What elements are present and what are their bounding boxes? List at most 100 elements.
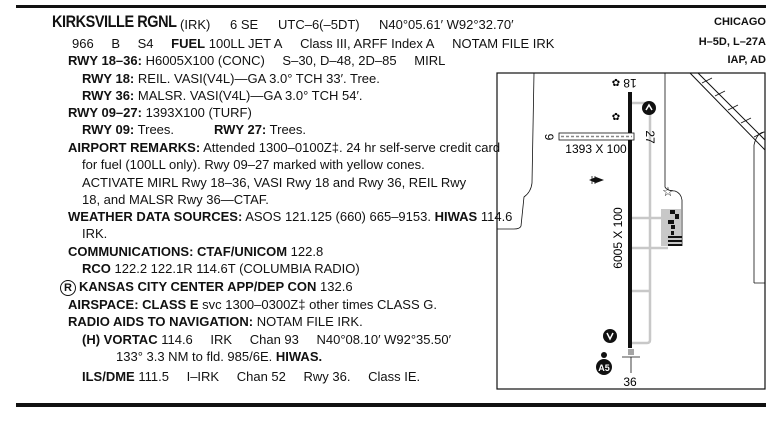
lights: MIRL — [414, 53, 446, 68]
turf-dims: 1393 X 100 — [565, 142, 627, 156]
approach-lights-icon — [622, 349, 640, 373]
text: NOTAM FILE IRK. — [256, 314, 363, 329]
text: ASOS 121.125 (660) 665–9153. — [245, 209, 431, 224]
notam: NOTAM FILE IRK — [452, 36, 555, 51]
procedures: IAP, AD — [727, 54, 766, 66]
rco: RCO 122.2 122.1R 114.6T (COLUMBIA RADIO) — [82, 261, 360, 276]
region: CHICAGO — [714, 16, 766, 28]
label: (H) VORTAC — [82, 332, 158, 347]
rwy: Rwy 36. — [303, 369, 351, 384]
airport-name: KIRKSVILLE RGNL — [52, 12, 177, 31]
remark-line: for fuel (100LL only). Rwy 09–27 marked … — [82, 157, 425, 172]
label: RWY 18–36: — [68, 53, 142, 68]
rwy-36-label: 36 — [623, 375, 637, 389]
remark-line: 18, and MALSR Rwy 36—CTAF. — [82, 192, 269, 207]
desc: Trees. — [269, 122, 307, 137]
buildings — [668, 210, 682, 246]
top-rule — [16, 5, 766, 8]
label: RWY 36: — [82, 88, 135, 103]
airspace: AIRSPACE: CLASS E svc 1300–0300Z‡ other … — [68, 297, 437, 312]
text: 122.2 122.1R 114.6T (COLUMBIA RADIO) — [114, 261, 360, 276]
label: RCO — [82, 261, 111, 276]
hiwas: HIWAS. — [275, 349, 323, 364]
freq: 114.6 — [161, 332, 193, 347]
wind-indicator-icon — [589, 177, 604, 183]
label: RWY 09: — [82, 122, 135, 137]
chan: Chan 52 — [236, 369, 286, 384]
rwy-09: RWY 09: Trees. — [82, 122, 174, 137]
freq: 111.5 — [138, 369, 169, 384]
label: ILS/DME — [82, 369, 135, 384]
navaids: RADIO AIDS TO NAVIGATION: NOTAM FILE IRK… — [68, 314, 363, 329]
label: RWY 27: — [214, 122, 267, 137]
label: RWY 09–27: — [68, 105, 142, 120]
hiwas-label: HIWAS — [434, 209, 478, 224]
id: IRK — [210, 332, 233, 347]
runway-18-36 — [628, 92, 632, 348]
desc: Trees. — [137, 122, 175, 137]
radar-symbol: R — [60, 280, 76, 296]
desc: 1393X100 (TURF) — [145, 105, 252, 120]
remarks: AIRPORT REMARKS: Attended 1300–0100Z‡. 2… — [68, 140, 500, 155]
communications: COMMUNICATIONS: CTAF/UNICOM 122.8 — [68, 244, 323, 259]
chart-refs: H–5D, L–27A — [698, 36, 766, 48]
service: S4 — [137, 36, 154, 51]
boundary-right — [664, 73, 683, 246]
line-2: 966 B S4 FUEL 100LL JET A Class III, ARF… — [72, 36, 554, 51]
rwy-9-label: 9 — [542, 134, 556, 141]
rwy-27-label: 27 — [643, 130, 657, 144]
freq: 122.8 — [290, 244, 324, 259]
boundary-left — [497, 72, 535, 230]
hotspot-icon — [603, 329, 617, 343]
railroad — [689, 72, 766, 151]
vortac-line2: 133° 3.3 NM to fld. 985/6E. HIWAS. — [116, 349, 322, 364]
rwy-36: RWY 36: MALSR. VASI(V4L)—GA 3.0° TCH 54′… — [82, 88, 363, 103]
diagram-frame — [496, 72, 766, 390]
weights: S–30, D–48, 2D–85 — [282, 53, 397, 68]
main-dims: 6005 X 100 — [611, 207, 625, 269]
desc: MALSR. VASI(V4L)—GA 3.0° TCH 54′. — [137, 88, 363, 103]
remark-line: ACTIVATE MIRL Rwy 18–36, VASI Rwy 18 and… — [82, 175, 467, 190]
text: svc 1300–0300Z‡ other times CLASS G. — [202, 297, 437, 312]
bottom-rule — [16, 403, 766, 407]
label: AIRSPACE: CLASS E — [68, 297, 199, 312]
badge-a5: A5 — [598, 363, 610, 373]
remark-line: Attended 1300–0100Z‡. 24 hr self-serve c… — [203, 140, 501, 155]
rwy-18-36: RWY 18–36: H6005X100 (CONC) S–30, D–48, … — [68, 53, 445, 68]
rwy-27: RWY 27: Trees. — [214, 122, 306, 137]
label: RADIO AIDS TO NAVIGATION: — [68, 314, 254, 329]
id: I–IRK — [186, 369, 220, 384]
fuel-label: FUEL — [171, 36, 206, 51]
text: 133° 3.3 NM to fld. 985/6E. — [116, 349, 273, 364]
boundary-east — [753, 131, 766, 284]
label: RWY 18: — [82, 71, 135, 86]
beacon-icon: ☆ — [662, 184, 674, 199]
ils: ILS/DME 111.5 I–IRK Chan 52 Rwy 36. Clas… — [82, 369, 420, 384]
distance: 6 SE — [230, 17, 259, 32]
coords: N40°08.10′ W92°35.50′ — [316, 332, 452, 347]
header-line: KIRKSVILLE RGNL (IRK) 6 SE UTC–6(–5DT) N… — [52, 12, 514, 32]
label: WEATHER DATA SOURCES: — [68, 209, 243, 224]
beacon: B — [111, 36, 120, 51]
cls: Class IE. — [368, 369, 421, 384]
weather: WEATHER DATA SOURCES: ASOS 121.125 (660)… — [68, 209, 512, 224]
airport-id: (IRK) — [180, 17, 211, 32]
fuel: 100LL JET A — [208, 36, 283, 51]
vortac: (H) VORTAC 114.6 IRK Chan 93 N40°08.10′ … — [82, 332, 451, 347]
label: COMMUNICATIONS: CTAF/UNICOM — [68, 244, 288, 259]
label: KANSAS CITY CENTER APP/DEP CON — [79, 279, 317, 294]
tree-icon: ✿ — [612, 112, 620, 123]
rwy-18-label: 18 — [623, 76, 637, 90]
tree-icon: ✿ — [612, 78, 620, 89]
coordinates: N40°05.61′ W92°32.70′ — [379, 17, 514, 32]
hotspot-icon — [642, 101, 656, 115]
arff: Class III, ARFF Index A — [300, 36, 435, 51]
desc: REIL. VASI(V4L)—GA 3.0° TCH 33′. Tree. — [137, 71, 380, 86]
freq: 132.6 — [320, 279, 353, 294]
railroad-ties — [701, 77, 765, 138]
weather-cont: IRK. — [82, 226, 108, 241]
label: AIRPORT REMARKS: — [68, 140, 201, 155]
